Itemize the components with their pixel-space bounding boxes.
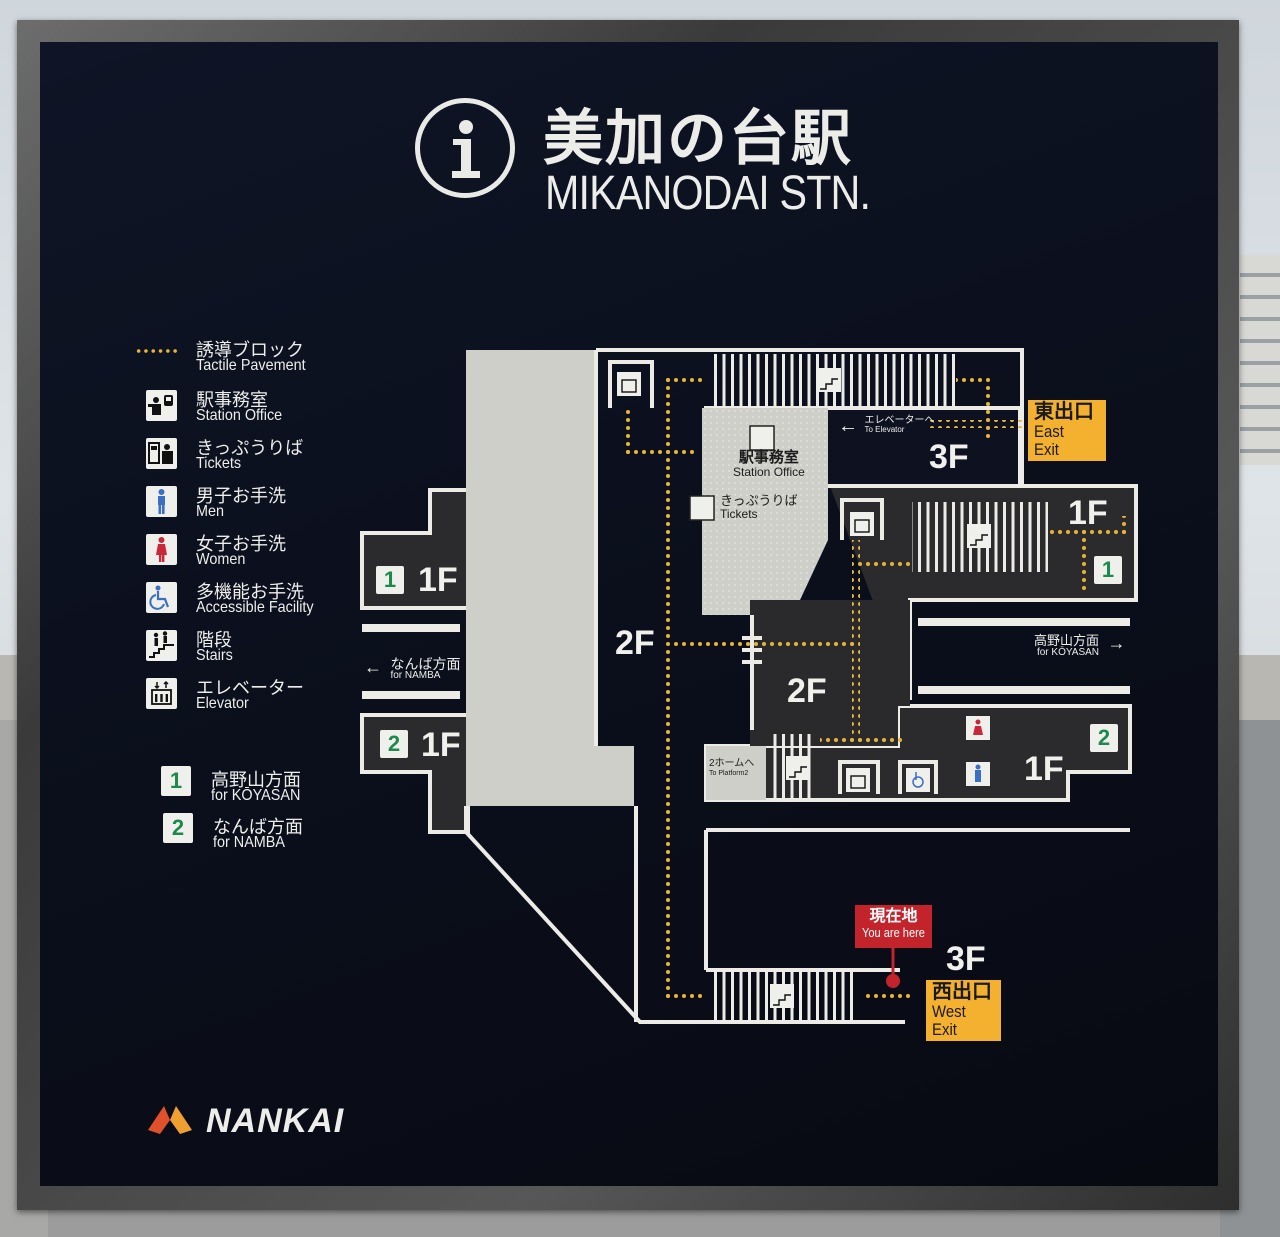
west-exit-jp: 西出口 (932, 981, 992, 1003)
station-office-icon (146, 390, 177, 421)
legend-label-en: Elevator (196, 695, 249, 712)
ticket-icon (146, 438, 177, 469)
stairs-icon (146, 630, 177, 661)
to-elevator-label: ← エレベーターへ To Elevator (838, 415, 935, 437)
background-building (1240, 255, 1280, 465)
you-are-here-en: You are here (862, 924, 925, 940)
tactile-pavement-icon (135, 349, 179, 353)
tickets-label: きっぷうりば Tickets (720, 494, 797, 520)
legend-label-en: Tactile Pavement (196, 357, 306, 374)
floor-label-3f-east: 3F (929, 438, 969, 476)
east-exit-sign: 東出口 East Exit (1028, 400, 1106, 461)
you-are-here-jp: 現在地 (869, 908, 918, 925)
legend-label-jp: 誘導ブロック (196, 340, 304, 360)
station-office-en: Station Office (733, 464, 805, 479)
legend-label-en: Accessible Facility (196, 599, 314, 616)
station-office-label: 駅事務室 Station Office (733, 450, 805, 478)
elevator-icon (146, 678, 177, 709)
east-exit-en: East Exit (1034, 422, 1064, 459)
sign-panel (40, 42, 1218, 1186)
floor-label-1f-right-bottom: 1F (1024, 750, 1064, 788)
legend-label-jp: なんば方面 (213, 817, 303, 837)
arrow-left-icon: ← (364, 657, 382, 677)
tickets-jp: きっぷうりば (720, 493, 798, 508)
namba-direction: ← なんば方面 for NAMBA (364, 657, 460, 681)
platform-badge-1-right: 1 (1094, 556, 1122, 584)
to-elevator-jp: エレベーターへ (864, 415, 935, 426)
to-elevator-en: To Elevator (864, 425, 905, 434)
womens-restroom-icon (146, 534, 177, 565)
nankai-logo-icon (148, 1106, 192, 1134)
namba-label-en: for NAMBA (390, 670, 441, 681)
koyasan-label-en: for KŌYASAN (1036, 646, 1100, 658)
to-platform2-en: To Platform2 (709, 769, 749, 777)
legend-label-en: Men (196, 503, 225, 520)
arrow-right-icon: → (1107, 633, 1126, 653)
floor-label-1f-left-bottom: 1F (421, 726, 461, 764)
west-exit-en: West Exit (932, 1002, 966, 1039)
platform-badge-2-right: 2 (1090, 724, 1118, 752)
mens-restroom-icon (146, 486, 177, 517)
legend-label-en: Station Office (196, 407, 283, 424)
legend-label-jp: エレベーター (196, 678, 304, 698)
nankai-logo: NANKAI (146, 1100, 343, 1141)
platform-number-badge: 1 (161, 766, 191, 796)
arrow-left-icon: ← (838, 415, 858, 437)
to-platform2-label: 2ホームへ To Platform2 (709, 758, 755, 777)
legend-label-jp: 女子お手洗 (196, 534, 286, 554)
nankai-wordmark: NANKAI (206, 1102, 345, 1140)
legend-label-en: Tickets (196, 455, 242, 472)
legend-label-en: Stairs (196, 647, 233, 664)
legend-label-jp: きっぷうりば (196, 438, 304, 458)
namba-label-jp: なんば方面 (390, 656, 461, 672)
you-are-here-marker: 現在地 You are here (855, 905, 932, 948)
east-exit-jp: 東出口 (1034, 401, 1094, 423)
floor-label-1f-right-top: 1F (1068, 494, 1108, 532)
tickets-en: Tickets (720, 506, 758, 521)
legend-label-en: for NAMBA (213, 834, 286, 851)
legend-label-jp: 駅事務室 (196, 390, 268, 410)
floor-label-2f-center: 2F (615, 624, 655, 662)
accessible-icon (146, 582, 177, 613)
station-name-en: MIKANODAI STN. (545, 167, 871, 220)
floor-label-2f-concourse: 2F (787, 672, 827, 710)
koyasan-direction: 高野山方面 for KŌYASAN → (1034, 634, 1125, 658)
legend-label-en: for KŌYASAN (211, 787, 301, 804)
legend-label-jp: 高野山方面 (211, 770, 301, 790)
platform-badge-2-left: 2 (380, 730, 408, 758)
west-exit-sign: 西出口 West Exit (926, 980, 1001, 1041)
legend-label-jp: 階段 (196, 630, 232, 650)
legend-label-en: Women (196, 551, 246, 568)
to-platform2-jp: 2ホームへ (709, 758, 755, 769)
legend-label-jp: 多機能お手洗 (196, 582, 304, 602)
station-name-jp: 美加の台駅 (543, 105, 853, 172)
koyasan-label-jp: 高野山方面 (1034, 633, 1100, 648)
floor-label-3f-west: 3F (946, 940, 986, 978)
station-office-jp: 駅事務室 (738, 449, 799, 466)
legend-label-jp: 男子お手洗 (196, 486, 286, 506)
floor-label-1f-left-top: 1F (418, 561, 458, 599)
info-icon (415, 98, 515, 198)
platform-badge-1-left: 1 (376, 566, 404, 594)
platform-number-badge: 2 (163, 813, 193, 843)
